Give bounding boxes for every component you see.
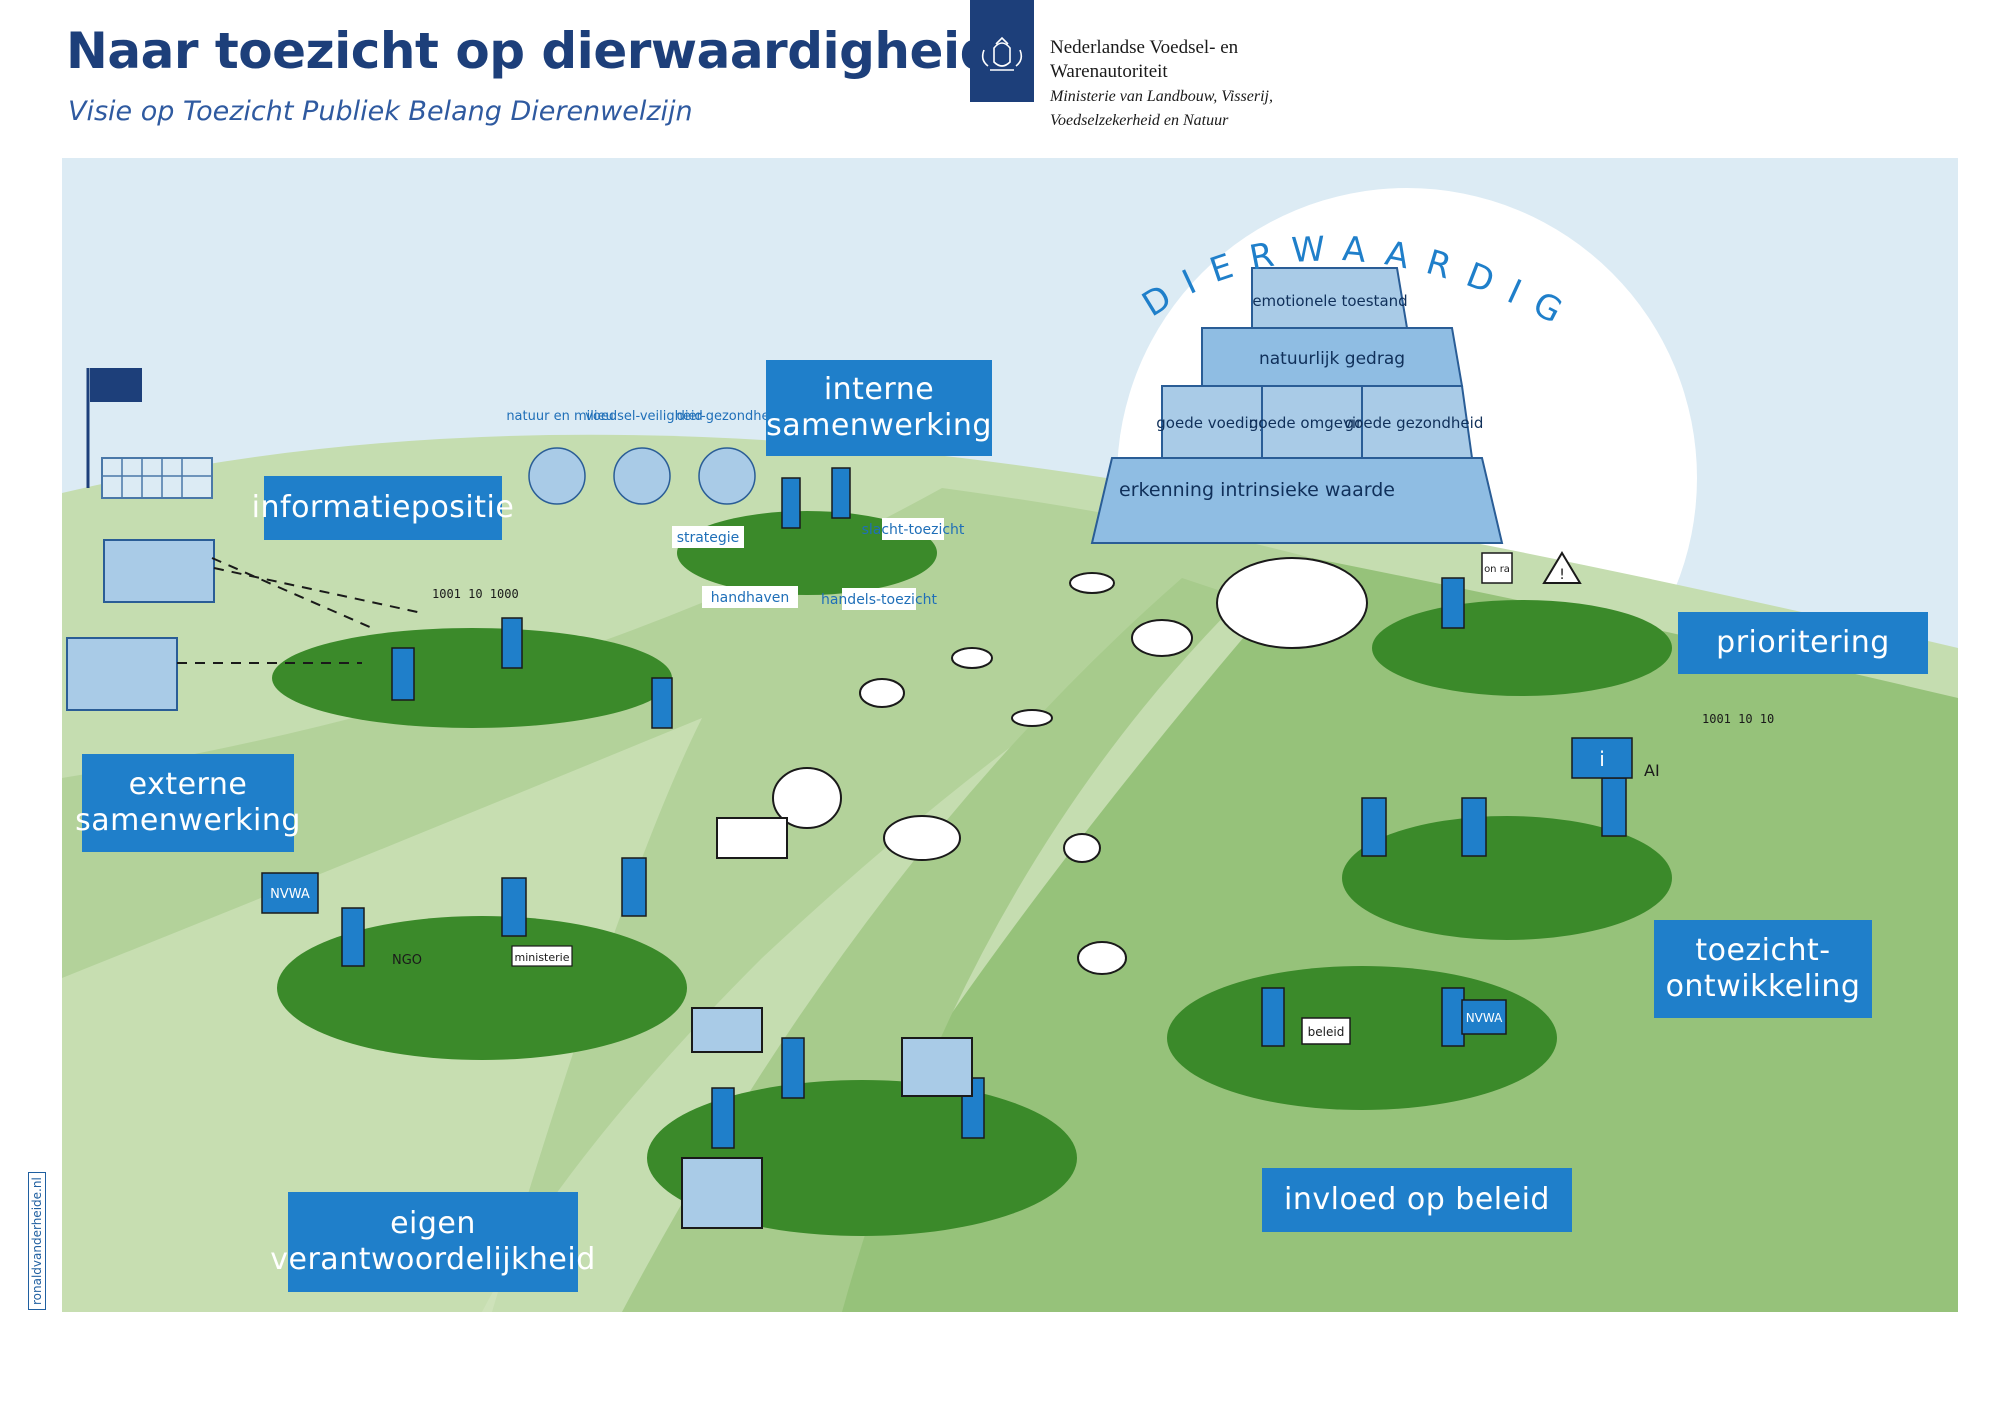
pyramid-omgeving-text: goede omgeving bbox=[1249, 414, 1375, 432]
label-diergezondheid: dier-gezondheid bbox=[677, 409, 782, 424]
person-1 bbox=[391, 647, 415, 701]
label-eigen-verantwoordelijkheid: eigen verantwoordelijkheid bbox=[270, 1192, 595, 1292]
hill-right bbox=[762, 558, 1958, 1312]
pyramid-gezondheid-text: goede gezondheid bbox=[1345, 414, 1484, 432]
label-externe-samenwerking: externe samenwerking bbox=[75, 754, 300, 852]
patch-prioritering bbox=[1372, 600, 1672, 696]
ministerie-text: ministerie bbox=[515, 951, 570, 964]
nvwa-bag bbox=[261, 872, 319, 914]
patch-externe bbox=[277, 916, 687, 1060]
person-15 bbox=[1441, 577, 1465, 629]
nvwa-flag-text: NVWA bbox=[1466, 1011, 1503, 1025]
tag-strategie: strategie bbox=[677, 530, 740, 546]
ministry-line2: Voedselzekerheid en Natuur bbox=[1050, 112, 1229, 129]
tag-handhaven: handhaven bbox=[711, 590, 789, 606]
person-16 bbox=[1261, 987, 1285, 1047]
nvwa-bag-text: NVWA bbox=[270, 887, 310, 902]
org-name-line1: Nederlandse Voedsel- en bbox=[1050, 37, 1239, 58]
horse bbox=[883, 815, 961, 861]
cat bbox=[1069, 572, 1115, 594]
illustrator-credit[interactable]: ronaldvanderheide.nl bbox=[28, 1172, 46, 1310]
binary-text-2: 1001 10 10 bbox=[1702, 712, 1774, 726]
label-toezicht-ontwikkeling: toezicht- ontwikkeling bbox=[1654, 920, 1872, 1018]
tag-slachttoezicht: slacht-toezicht bbox=[862, 522, 965, 538]
welfare-pyramid: erkenning intrinsieke waarde goede voedi… bbox=[1090, 267, 1504, 544]
pyramid-base-text: erkenning intrinsieke waarde bbox=[1119, 479, 1395, 501]
person-14 bbox=[1601, 777, 1627, 837]
farm-buildings bbox=[681, 817, 973, 1229]
people-group bbox=[341, 467, 1627, 1149]
ministry-line1: Ministerie van Landbouw, Visserij, bbox=[1050, 88, 1273, 105]
info-icon: i bbox=[1599, 747, 1605, 771]
elephant bbox=[1216, 557, 1368, 649]
government-building bbox=[86, 368, 213, 499]
person-3 bbox=[651, 677, 673, 729]
ministerie-card bbox=[511, 945, 573, 967]
data-building-1 bbox=[103, 539, 215, 603]
circle-natuur bbox=[528, 447, 586, 505]
person-9 bbox=[711, 1087, 735, 1149]
info-screen bbox=[1571, 737, 1633, 779]
beleid-paper bbox=[1301, 1017, 1351, 1045]
page-subtitle: Visie op Toezicht Publiek Belang Dierenw… bbox=[68, 96, 693, 127]
person-7 bbox=[501, 877, 527, 937]
alert-sign bbox=[1542, 551, 1582, 584]
person-2 bbox=[501, 617, 523, 669]
nvwa-flag-sign bbox=[1461, 999, 1507, 1035]
patch-toezicht bbox=[1342, 816, 1672, 940]
pyramid-voeding-text: goede voeding bbox=[1156, 414, 1267, 432]
label-interne-samenwerking: interne samenwerking bbox=[766, 360, 992, 456]
government-logo bbox=[970, 0, 1034, 102]
tag-handelstoezicht: handels-toezicht bbox=[821, 592, 938, 608]
patch-informatiepositie bbox=[272, 628, 672, 728]
person-13 bbox=[1461, 797, 1487, 857]
circle-voedsel bbox=[613, 447, 671, 505]
label-invloed-op-beleid: invloed op beleid bbox=[1262, 1168, 1572, 1232]
label-voedselveiligheid: voedsel-veiligheid bbox=[585, 409, 703, 424]
person-8 bbox=[621, 857, 647, 917]
person-4 bbox=[781, 477, 801, 529]
beleid-text: beleid bbox=[1308, 1025, 1345, 1039]
landscape-illustration: natuur en milieu voedsel-veiligheid dier… bbox=[62, 158, 1958, 1312]
barn-1 bbox=[716, 817, 788, 859]
pyramid-gedrag-text: natuurlijk gedrag bbox=[1259, 349, 1405, 369]
person-17 bbox=[1441, 987, 1465, 1047]
person-10 bbox=[781, 1037, 805, 1099]
mouse bbox=[1011, 709, 1053, 727]
animals-group bbox=[772, 557, 1368, 975]
ngo-text: NGO bbox=[392, 953, 422, 968]
barn-2 bbox=[691, 1007, 763, 1053]
monkey bbox=[1063, 833, 1101, 863]
patch-invloed bbox=[1167, 966, 1557, 1110]
person-5 bbox=[831, 467, 851, 519]
person-12 bbox=[1361, 797, 1387, 857]
illustration-scene: natuur en milieu voedsel-veiligheid dier… bbox=[62, 158, 1958, 1312]
org-name-line2: Warenautoriteit bbox=[1050, 61, 1168, 82]
turtle bbox=[1077, 941, 1127, 975]
data-lines bbox=[177, 557, 423, 664]
person-6 bbox=[341, 907, 365, 967]
alert-icon: ! bbox=[1559, 567, 1565, 583]
pig bbox=[1131, 619, 1193, 657]
onra-sign bbox=[1481, 552, 1513, 584]
pyramid-emotie-text: emotionele toestand bbox=[1252, 292, 1407, 310]
ai-tag: AI bbox=[1644, 761, 1660, 780]
stable bbox=[681, 1157, 763, 1229]
pyramid-emotie bbox=[1251, 267, 1409, 329]
binary-text-1: 1001 10 1000 bbox=[432, 587, 519, 601]
onra-text: on ra bbox=[1484, 564, 1510, 575]
label-prioritering: prioritering bbox=[1678, 612, 1928, 674]
circle-diergezondheid bbox=[698, 447, 756, 505]
sheep-small bbox=[951, 647, 993, 669]
sheep bbox=[772, 767, 842, 829]
page-title: Naar toezicht op dierwaardigheid bbox=[66, 22, 995, 80]
sign-group: NVWA NGO NVWA beleid ministerie i AI 100… bbox=[261, 551, 1774, 1045]
label-natuur-en-milieu: natuur en milieu bbox=[506, 409, 613, 424]
organisation-block: Nederlandse Voedsel- en Warenautoriteit … bbox=[1050, 36, 1273, 132]
data-building-2 bbox=[66, 637, 178, 711]
label-informatiepositie: informatiepositie bbox=[252, 476, 514, 540]
factory bbox=[901, 1037, 973, 1097]
interne-tags: strategie slacht-toezicht handhaven hand… bbox=[672, 518, 965, 610]
cow bbox=[859, 678, 905, 708]
